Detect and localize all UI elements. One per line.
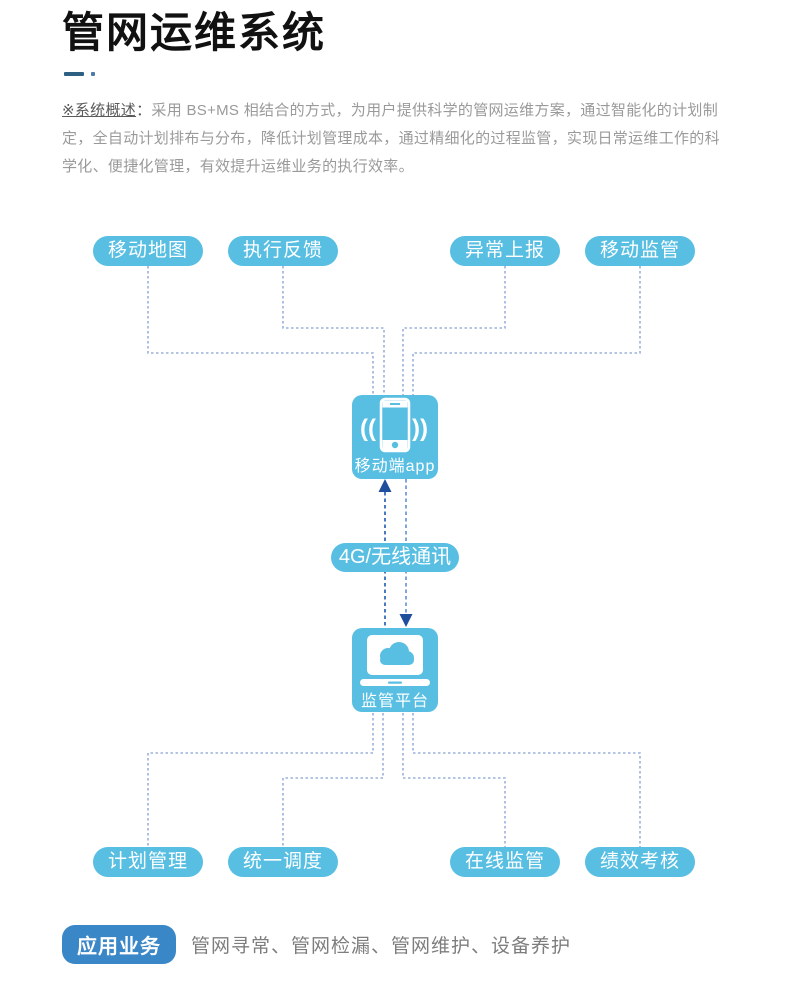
platform-label: 监管平台: [360, 692, 429, 710]
node-performance-appraisal: 绩效考核: [585, 846, 695, 877]
smartphone-signal-icon: (( )): [360, 397, 428, 452]
node-execution-feedback: 执行反馈: [228, 235, 338, 266]
arrow-up-icon: [378, 478, 392, 492]
application-business-row: 应用业务 管网寻常、管网检漏、管网维护、设备养护: [62, 924, 728, 964]
platform-node: 监管平台: [352, 627, 438, 712]
connector-top-right-inner: [402, 265, 506, 395]
mobile-app-label: 移动端app: [354, 457, 436, 475]
connector-top-left-inner: [282, 265, 385, 395]
mobile-app-node: (( )) 移动端app: [352, 394, 438, 479]
laptop-cloud-icon: [360, 634, 430, 686]
divider-dot: [91, 71, 95, 76]
link-label-pill: 4G/无线通讯: [331, 542, 459, 572]
overview-colon: ：: [136, 101, 152, 119]
divider-dash: [64, 71, 84, 76]
connector-lines: [147, 265, 641, 847]
node-mobile-supervision: 移动监管: [585, 235, 695, 266]
node-unified-dispatch: 统一调度: [228, 846, 338, 877]
arrow-down-icon: [399, 613, 413, 627]
connector-bottom-right-inner: [402, 712, 506, 847]
connector-top-left-outer: [147, 265, 374, 395]
phone-speaker: [390, 402, 400, 405]
architecture-diagram: 移动地图 执行反馈 异常上报 移动监管 (( )) 移动端app 4G/无线通讯: [0, 225, 790, 897]
phone-home-button: [391, 441, 399, 448]
connector-bottom-left-outer: [147, 712, 374, 847]
page: 管网运维系统 ※系统概述：采用 BS+MS 相结合的方式，为用户提供科学的管网运…: [0, 6, 790, 964]
node-plan-management: 计划管理: [93, 846, 203, 877]
overview-text: 采用 BS+MS 相结合的方式，为用户提供科学的管网运维方案，通过智能化的计划制…: [62, 101, 720, 175]
app-business-badge: 应用业务: [62, 924, 176, 964]
connector-top-right-outer: [412, 265, 641, 395]
phone-body: [379, 397, 411, 452]
overview-label: ※系统概述: [62, 101, 137, 119]
node-mobile-map: 移动地图: [93, 235, 203, 266]
node-exception-report: 异常上报: [450, 235, 560, 266]
laptop-base-notch: [388, 681, 402, 684]
connector-bottom-right-outer: [412, 712, 641, 847]
app-business-items: 管网寻常、管网检漏、管网维护、设备养护: [191, 935, 572, 957]
page-title: 管网运维系统: [62, 9, 327, 56]
system-overview-paragraph: ※系统概述：采用 BS+MS 相结合的方式，为用户提供科学的管网运维方案，通过智…: [62, 97, 728, 181]
signal-left-glyph: ((: [360, 415, 376, 442]
signal-right-glyph: )): [412, 415, 428, 442]
connector-bottom-left-inner: [282, 712, 384, 847]
cloud-glyph: [380, 641, 414, 665]
node-online-supervision: 在线监管: [450, 846, 560, 877]
title-divider: [64, 71, 728, 77]
